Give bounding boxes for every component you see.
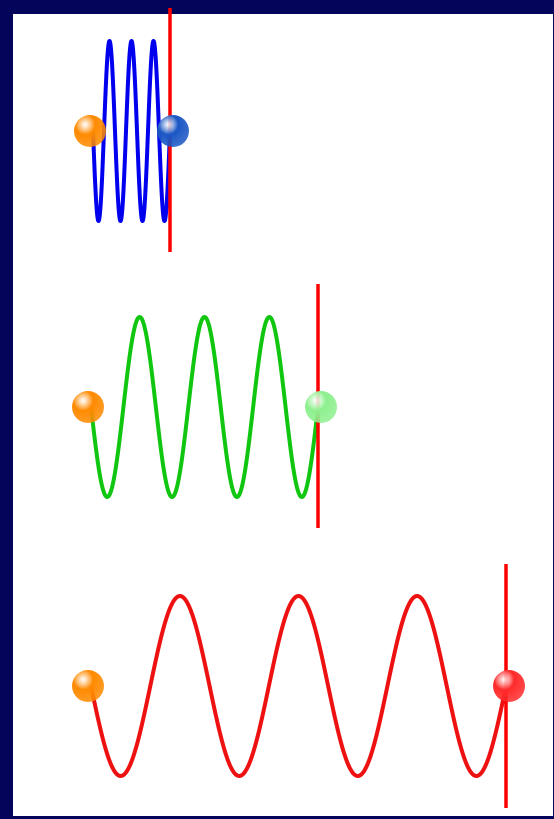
end-ball-blue — [157, 115, 189, 147]
wave-group-red — [72, 564, 525, 808]
wave-group-green — [72, 284, 337, 528]
wave-blue — [91, 39, 172, 223]
wave-group-blue — [74, 8, 189, 252]
source-ball-red — [72, 670, 104, 702]
wave-red — [89, 594, 508, 778]
source-ball-blue — [74, 115, 106, 147]
wave-green — [89, 315, 320, 499]
waves-layer — [72, 8, 525, 808]
source-ball-green — [72, 391, 104, 423]
end-ball-red — [493, 670, 525, 702]
end-ball-green — [305, 391, 337, 423]
